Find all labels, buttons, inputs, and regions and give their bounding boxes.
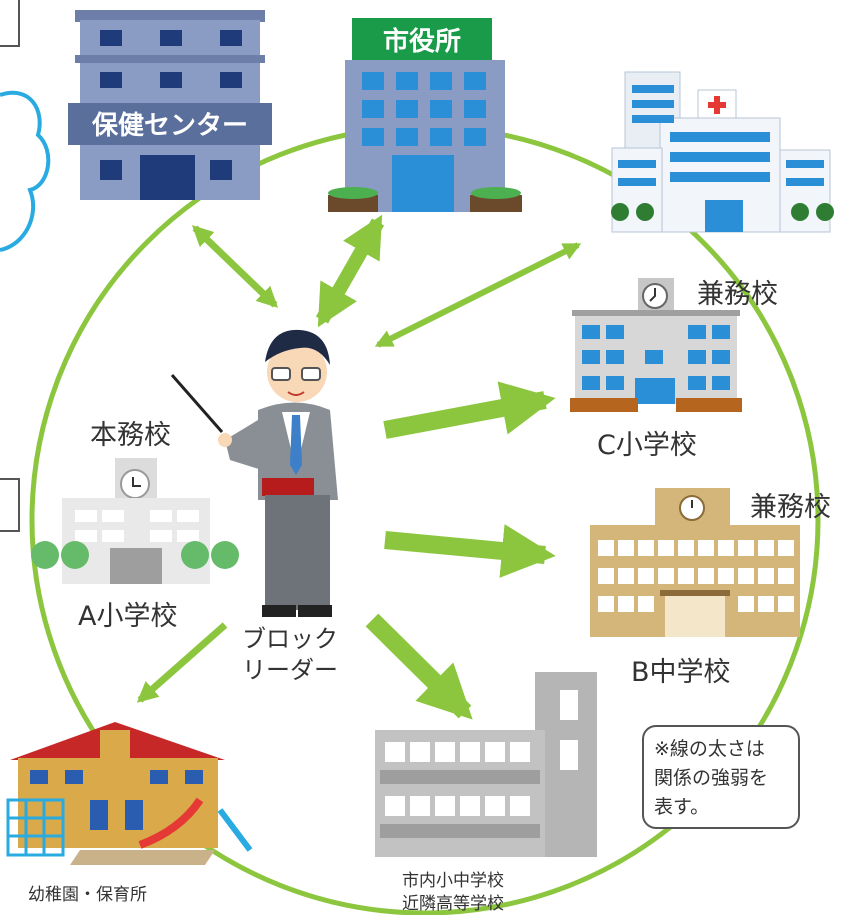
note-line-2: 関係の強弱を <box>654 767 769 789</box>
note-line-3: 表す。 <box>654 796 710 818</box>
note-line-1: ※線の太さは <box>654 738 765 760</box>
arrow-city-schools <box>365 613 473 720</box>
arrows <box>136 214 582 720</box>
health-center-building <box>68 10 272 200</box>
honmu-label: 本務校 <box>90 420 171 451</box>
block-leader-label-2: リーダー <box>242 656 338 684</box>
city-schools-label-1: 市内小中学校 <box>402 871 504 891</box>
arrow-kindergarten <box>136 622 228 703</box>
city-hall-sign: 市役所 <box>383 26 461 57</box>
kenmu-label-b: 兼務校 <box>750 492 831 523</box>
cloud-shape <box>0 90 51 252</box>
arrow-health-center <box>191 225 279 308</box>
city-hall-building <box>328 18 522 212</box>
a-school-building <box>31 458 239 584</box>
left-frame-mid <box>0 478 20 532</box>
arrow-hospital <box>374 242 582 348</box>
hospital-building <box>611 71 834 233</box>
legend-note: ※線の太さは 関係の強弱を 表す。 <box>642 725 800 829</box>
kindergarten-label: 幼稚園・保育所 <box>28 885 147 905</box>
b-school-building <box>590 488 800 637</box>
city-schools-building <box>375 672 597 857</box>
city-schools-label-2: 近隣高等学校 <box>402 894 504 914</box>
a-school-label: A小学校 <box>78 601 178 632</box>
left-frame-top <box>0 0 20 47</box>
kindergarten-building <box>6 722 253 865</box>
kenmu-label-c: 兼務校 <box>697 279 778 310</box>
arrow-c-school <box>383 381 556 439</box>
arrow-b-school <box>384 524 556 578</box>
c-school-label: C小学校 <box>597 430 697 461</box>
block-leader-figure <box>170 329 338 617</box>
health-center-sign: 保健センター <box>91 111 248 141</box>
block-leader-label-1: ブロック <box>242 625 338 653</box>
b-school-label: B中学校 <box>631 657 731 688</box>
c-school-building <box>570 278 742 412</box>
arrow-city-hall <box>315 214 385 328</box>
